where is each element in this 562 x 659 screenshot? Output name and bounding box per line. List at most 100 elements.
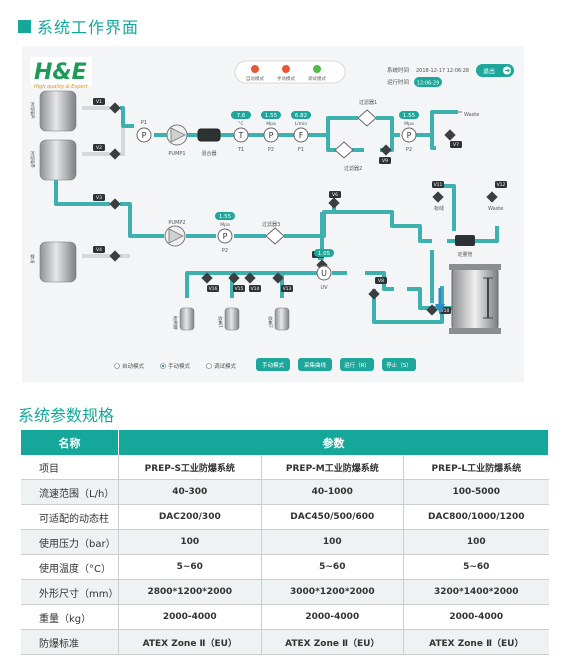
mode-radio-debug[interactable]: 调试模式	[206, 362, 237, 370]
pump1[interactable]: PUMP1	[166, 124, 188, 157]
section-header-interface: 系统工作界面	[18, 14, 139, 38]
status-light-debug: 调试模式	[308, 65, 326, 82]
waste-label-1: Waste	[464, 112, 479, 118]
sensor-unit: L/min	[295, 121, 308, 127]
valve-v3[interactable]: V3	[93, 194, 121, 210]
valve-label: V11	[434, 182, 443, 188]
sensor-symbol: T	[238, 131, 244, 140]
spec-cell: 100	[260, 529, 404, 555]
valve-v13[interactable]: V13	[272, 272, 293, 292]
sensor-unit: Mpa	[266, 121, 276, 127]
button-label: 停止（S）	[386, 361, 412, 369]
p1-label: P1	[141, 120, 147, 126]
sensor-label: P2	[268, 147, 274, 153]
pressure-gauge-p1: P P1	[136, 120, 152, 143]
button-label: 采集曲线	[304, 361, 327, 369]
valve-v1[interactable]: V1	[93, 98, 121, 114]
valve-v7[interactable]: V7	[444, 129, 462, 148]
valve-v2[interactable]: V2	[93, 144, 121, 160]
sensor-value: 6.82	[295, 113, 307, 119]
valve-v4[interactable]: V4	[93, 246, 121, 262]
run-button[interactable]: 运行（R）	[340, 358, 374, 371]
valve-v16[interactable]: V16	[201, 272, 219, 292]
logo-subtitle: High quality & Expert	[34, 84, 89, 90]
valve-v8[interactable]: V8	[368, 277, 387, 300]
status-light-label: 调试模式	[308, 75, 326, 82]
spec-cell: 3200*1400*2000	[403, 579, 549, 605]
spec-cell: 3000*1200*2000	[260, 579, 404, 605]
tank-a: 流动相A	[30, 90, 77, 132]
manual-mode-button[interactable]: 手动模式	[256, 358, 290, 371]
sensor-symbol: P	[223, 232, 228, 241]
valve-label: V4	[96, 247, 102, 253]
spec-cell: 40-1000	[260, 479, 404, 505]
mode-radio-manual[interactable]: 手动模式	[160, 362, 191, 370]
header-name: 名称	[21, 430, 119, 455]
spec-cell: 2000-4000	[118, 604, 262, 630]
stop-button[interactable]: 停止（S）	[382, 358, 416, 371]
waste-label-2: Waste	[488, 206, 503, 212]
exit-button-label: 退出	[483, 68, 495, 76]
exit-button[interactable]: 退出	[476, 64, 514, 77]
collect-bottle-waste: 废液罐	[173, 307, 195, 331]
spec-cell: 5~60	[118, 554, 262, 580]
mode-label: 自动模式	[122, 362, 145, 370]
sensor-symbol: P	[269, 131, 274, 140]
filter1-label: 过滤器1	[359, 99, 377, 106]
valve-v12[interactable]: V12	[486, 181, 507, 203]
valve-label: V1	[96, 99, 102, 105]
pump2[interactable]: PUMP2	[164, 220, 186, 247]
valve-v11[interactable]: V11	[432, 181, 444, 203]
pump2-label: PUMP2	[168, 220, 185, 226]
valve-v9[interactable]: V9	[379, 144, 392, 164]
valve-label: V12	[497, 182, 506, 188]
status-light-label: 手动模式	[277, 75, 295, 82]
valve-v6[interactable]: V6	[328, 191, 341, 209]
valve-v15[interactable]: V15	[228, 272, 245, 292]
sensor-label: P2	[222, 248, 228, 254]
spec-cell: 5~60	[260, 554, 404, 580]
spec-cell: 2800*1200*2000	[118, 579, 262, 605]
collect-curve-button[interactable]: 采集曲线	[298, 358, 332, 371]
run-time-badge	[414, 77, 442, 87]
spec-cell: 2000-4000	[403, 604, 549, 630]
status-light-auto: 自动模式	[246, 65, 264, 82]
collect-bottle-2: 收集2	[268, 307, 290, 331]
sensor-value: 1.55	[403, 113, 416, 119]
spec-cell: ATEX Zone Ⅱ（EU）	[118, 629, 262, 655]
brand-logo: H&E High quality & Expert	[30, 57, 92, 90]
sensor-unit: Mpa	[404, 121, 414, 127]
valve-label: V10	[441, 308, 450, 314]
sensor-value: 1.05	[318, 251, 331, 257]
spec-cell: 100	[403, 529, 549, 555]
spec-cell: 100	[118, 529, 262, 555]
filter2-label: 过滤器2	[344, 165, 362, 172]
spec-table-header: 名称 参数	[21, 430, 549, 455]
sensor-label: P2	[406, 147, 412, 153]
valve-v14[interactable]: V14	[244, 272, 261, 292]
spec-row-label: 可适配的动态柱	[21, 504, 119, 530]
mode-label: 手动模式	[168, 362, 191, 370]
valve-label: V16	[209, 286, 218, 292]
tank-label: 流动相B	[30, 150, 36, 168]
valve-label: V2	[96, 145, 102, 151]
spec-row-label: 使用压力（bar）	[21, 529, 119, 555]
tube-label: 定量管	[457, 251, 472, 258]
logo-text: H&E	[34, 60, 87, 85]
mode-radio-auto[interactable]: 自动模式	[114, 362, 145, 370]
collect-label: 收集2	[268, 315, 274, 328]
chromatography-column	[449, 264, 501, 334]
valve-label: V13	[283, 286, 292, 292]
spec-cell: 40-300	[118, 479, 262, 505]
spec-row-label: 外形尺寸（mm）	[21, 579, 119, 605]
filter-2: 过滤器2	[334, 141, 362, 172]
sensor-value: 7.6	[237, 113, 246, 119]
